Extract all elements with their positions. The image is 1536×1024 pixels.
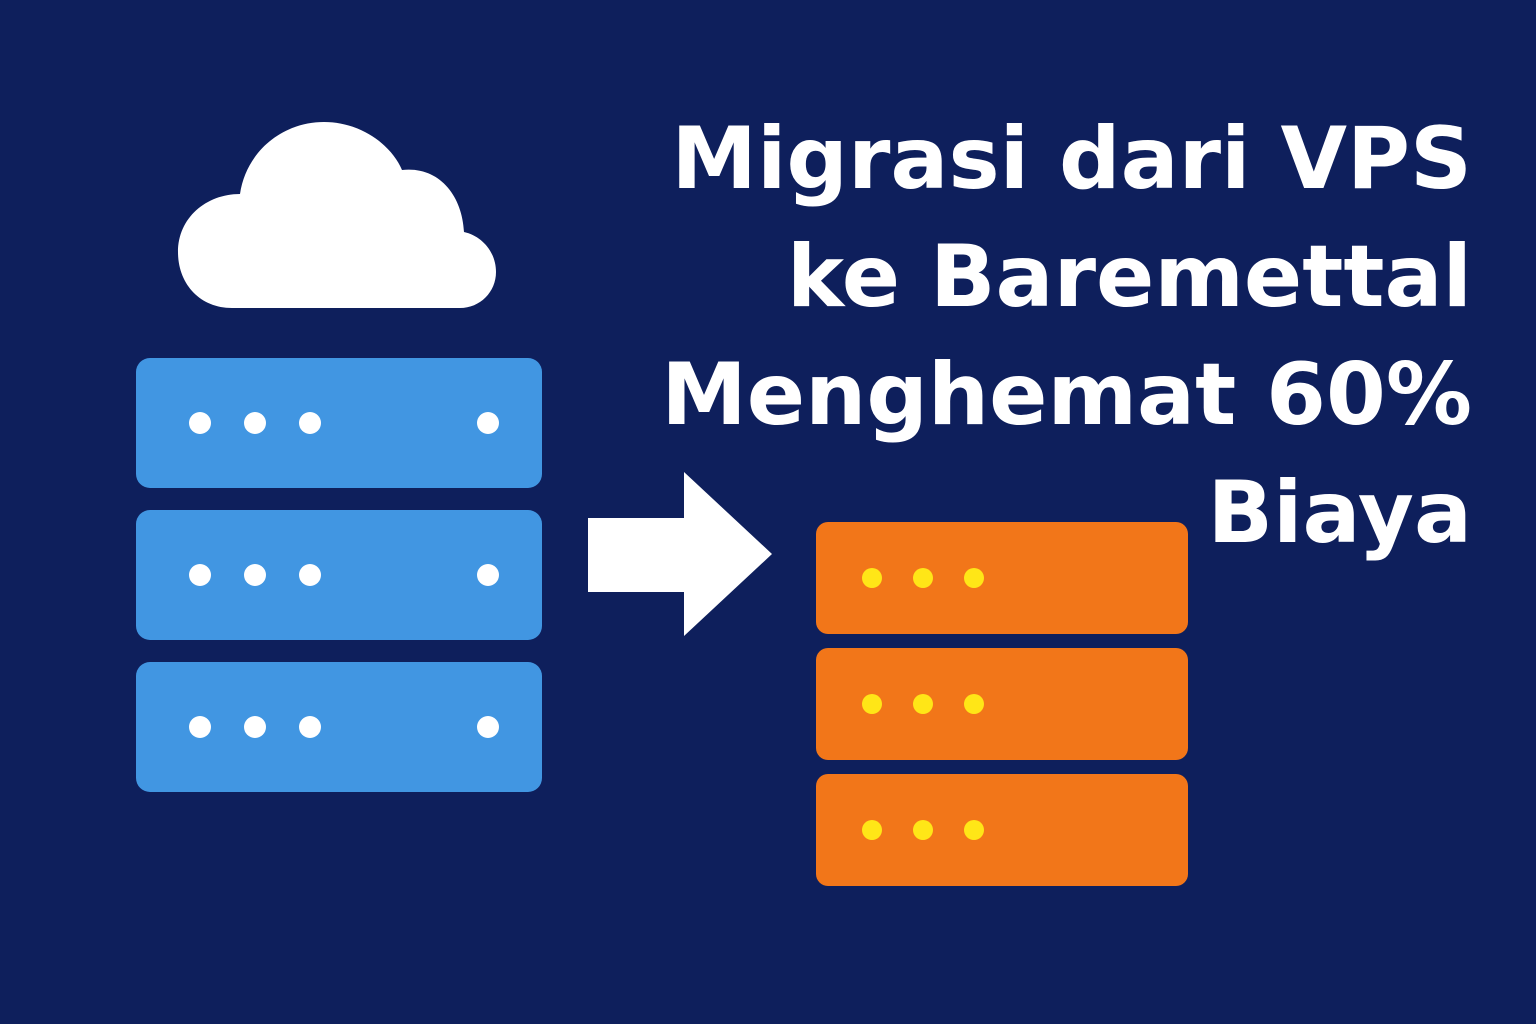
vps-led-icon: [244, 412, 266, 434]
baremetal-led-icon: [913, 694, 933, 714]
vps-led-icon: [189, 564, 211, 586]
vps-server-unit: [136, 662, 542, 792]
vps-led-icon: [299, 412, 321, 434]
baremetal-led-icon: [862, 694, 882, 714]
vps-status-led-icon: [477, 412, 499, 434]
vps-led-icon: [299, 716, 321, 738]
arrow-right-icon: [588, 472, 772, 636]
vps-status-led-icon: [477, 716, 499, 738]
headline-line-3: Menghemat 60%: [661, 345, 1472, 445]
baremetal-server-body: [816, 774, 1188, 886]
vps-status-led-icon: [477, 564, 499, 586]
vps-server-body: [136, 510, 542, 640]
baremetal-server-rack-icon: [816, 522, 1188, 886]
vps-server-rack-icon: [136, 358, 542, 792]
baremetal-led-icon: [964, 820, 984, 840]
baremetal-led-icon: [964, 694, 984, 714]
vps-server-body: [136, 358, 542, 488]
headline-line-2: ke Baremettal: [786, 227, 1472, 327]
baremetal-server-unit: [816, 648, 1188, 760]
vps-led-icon: [189, 716, 211, 738]
vps-server-body: [136, 662, 542, 792]
vps-server-unit: [136, 510, 542, 640]
vps-server-unit: [136, 358, 542, 488]
vps-led-icon: [189, 412, 211, 434]
baremetal-server-unit: [816, 522, 1188, 634]
baremetal-led-icon: [913, 568, 933, 588]
headline: Migrasi dari VPS ke Baremettal Menghemat…: [652, 100, 1472, 572]
baremetal-led-icon: [862, 820, 882, 840]
baremetal-server-body: [816, 648, 1188, 760]
baremetal-server-unit: [816, 774, 1188, 886]
vps-led-icon: [299, 564, 321, 586]
baremetal-server-body: [816, 522, 1188, 634]
headline-line-1: Migrasi dari VPS: [671, 109, 1472, 209]
baremetal-led-icon: [964, 568, 984, 588]
baremetal-led-icon: [862, 568, 882, 588]
headline-line-4: Biaya: [1207, 463, 1472, 563]
vps-led-icon: [244, 564, 266, 586]
vps-led-icon: [244, 716, 266, 738]
cloud-icon: [178, 122, 496, 308]
baremetal-led-icon: [913, 820, 933, 840]
